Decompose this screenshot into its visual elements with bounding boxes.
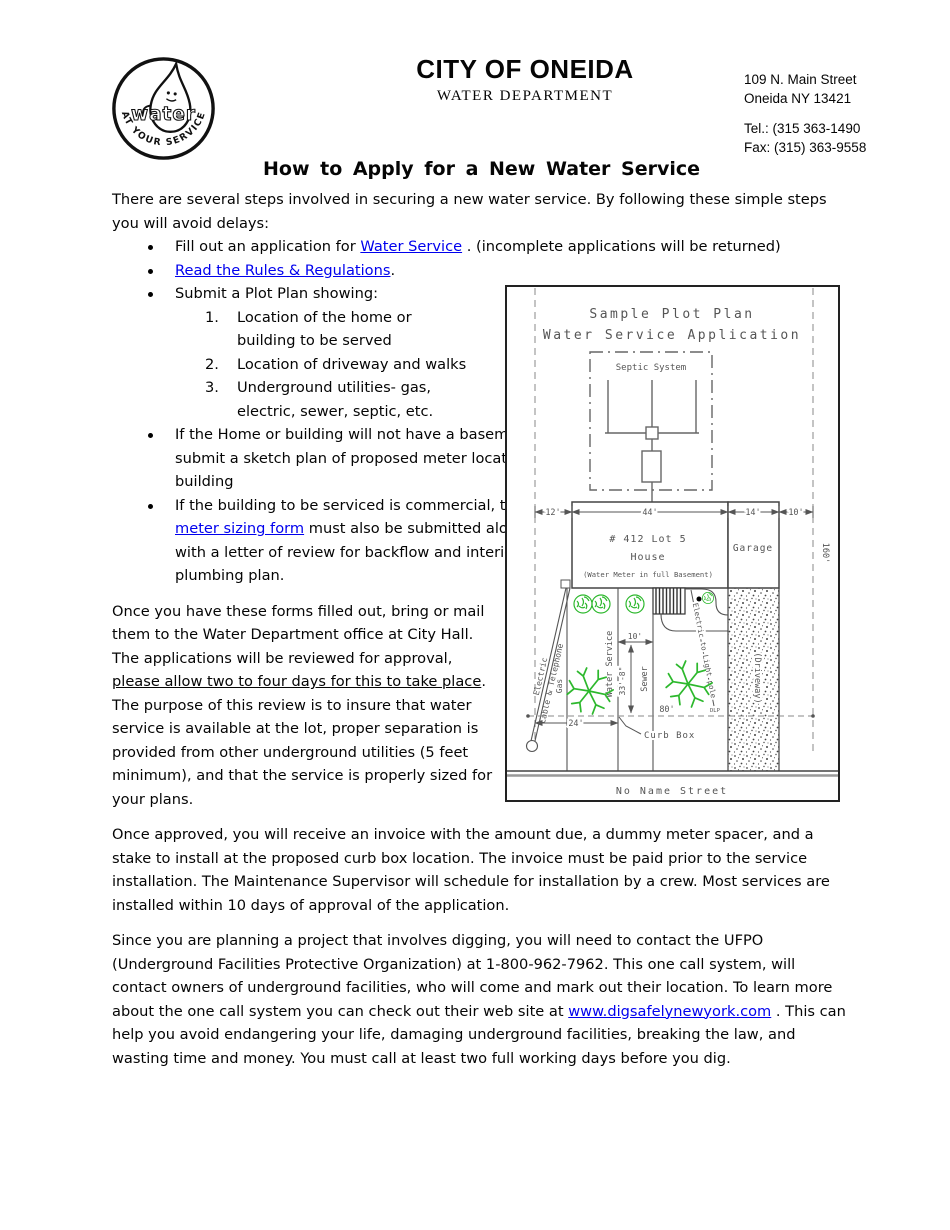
dim-10ft: 10' — [628, 632, 642, 641]
digsafely-link[interactable]: www.digsafelynewyork.com — [568, 1002, 772, 1020]
garage-label: Garage — [733, 543, 773, 554]
walkway — [660, 588, 729, 632]
fax: Fax: (315) 363-9558 — [744, 140, 867, 155]
plot-title-line1: Sample Plot Plan — [589, 307, 754, 322]
sample-plot-plan-diagram: Sample Plot Plan Water Service Applicati… — [505, 285, 840, 802]
septic-label: Septic System — [616, 363, 686, 373]
plot-plan-numbered-list: 1. Location of the home or building to b… — [112, 306, 474, 424]
invoice-paragraph: Once approved, you will receive an invoi… — [112, 826, 830, 914]
dim-14: 14' — [745, 508, 760, 518]
septic-system — [589, 351, 713, 502]
water-service-label: Water Service — [605, 631, 615, 698]
bullet-dot — [148, 292, 153, 297]
light-pole-abbr: DLP — [710, 708, 721, 714]
list-item: 1. Location of the home or building to b… — [112, 306, 474, 353]
street-label: No Name Street — [616, 786, 728, 797]
dim-44: 44' — [642, 508, 657, 518]
intro-paragraph: There are several steps involved in secu… — [112, 191, 827, 232]
address-line-1: 109 N. Main Street — [744, 72, 857, 87]
driveway-label: (Driveway) — [752, 652, 762, 703]
digging-paragraph: Since you are planning a project that in… — [112, 932, 846, 1067]
document-body: How to Apply for a New Water Service The… — [112, 156, 851, 1070]
item-number: 1. — [205, 308, 219, 326]
yard-light — [696, 596, 702, 602]
house-label: House — [630, 552, 665, 563]
review-paragraph: Once you have these forms filled out, br… — [112, 602, 493, 808]
bullet-dot — [148, 268, 153, 274]
contact-block: 109 N. Main Street Oneida NY 13421 Tel.:… — [744, 70, 866, 157]
dim-160: 160' — [820, 543, 830, 563]
sewer-label: Sewer — [640, 666, 650, 692]
rules-regulations-link[interactable]: Read the Rules & Regulations — [175, 261, 391, 279]
list-item: 2. Location of driveway and walks — [112, 353, 474, 377]
water-department-logo-icon: water AT YOUR SERVICE — [112, 57, 215, 160]
curb-box-label: Curb Box — [644, 731, 695, 741]
house-note: (Water Meter in full Basement) — [583, 570, 713, 579]
bullet-text: If the building to be serviced is commer… — [175, 496, 547, 585]
item-text: Underground utilities- gas, electric, se… — [237, 379, 434, 420]
bullet-commercial: If the building to be serviced is commer… — [112, 494, 550, 588]
org-name: CITY OF ONEIDA — [416, 54, 634, 84]
front-dimension-line — [534, 506, 814, 518]
dim-10: 10' — [788, 508, 803, 518]
bullet-rules: Read the Rules & Regulations. — [112, 259, 851, 283]
underlined-phrase: please allow two to four days for this t… — [112, 673, 482, 690]
bullet-basement: If the Home or building will not have a … — [112, 423, 550, 494]
light-pole-line — [690, 589, 715, 707]
house-outline — [571, 501, 729, 589]
item-number: 3. — [205, 379, 219, 396]
curb-box-leader — [618, 716, 642, 735]
house-number: # 412 Lot 5 — [609, 534, 686, 545]
bullet-text: Fill out an application for Water Servic… — [175, 238, 781, 255]
bullet-dot — [148, 433, 153, 438]
garage-outline — [727, 501, 780, 589]
utility-pole — [525, 739, 539, 753]
bullet-text: Submit a Plot Plan showing: — [175, 285, 379, 302]
bullet-text: Read the Rules & Regulations. — [175, 261, 396, 279]
bullet-dot — [148, 503, 153, 509]
item-text: Location of the home or building to be s… — [237, 308, 412, 350]
bullet-plot-plan: Submit a Plot Plan showing: — [112, 282, 851, 306]
front-steps — [652, 587, 686, 615]
item-text: Location of driveway and walks — [237, 355, 467, 373]
water-drop-shape — [149, 59, 192, 134]
dim-33-8: 33'-8" — [618, 667, 627, 696]
dim-12: 12' — [545, 508, 560, 518]
address-line-2: Oneida NY 13421 — [744, 91, 852, 106]
page-title: How to Apply for a New Water Service — [262, 158, 701, 180]
meter-sizing-form-link[interactable]: meter sizing form — [175, 520, 305, 537]
dim-80: 80' — [659, 705, 674, 715]
plot-title-line2: Water Service Application — [543, 328, 801, 343]
org-department: WATER DEPARTMENT — [436, 88, 614, 104]
bullet-fill-application: Fill out an application for Water Servic… — [112, 235, 851, 259]
gas-label: Gas — [555, 679, 564, 694]
telephone: Tel.: (315 363-1490 — [744, 121, 861, 136]
logo-word: water — [131, 104, 196, 125]
dim-24: 24' — [568, 719, 583, 729]
item-number: 2. — [205, 355, 219, 373]
bullet-dot — [148, 245, 153, 250]
driveway-texture — [728, 588, 779, 771]
water-service-link[interactable]: Water Service — [360, 238, 463, 255]
bullet-text: If the Home or building will not have a … — [175, 426, 548, 490]
list-item: 3. Underground utilities- gas, electric,… — [112, 376, 474, 423]
